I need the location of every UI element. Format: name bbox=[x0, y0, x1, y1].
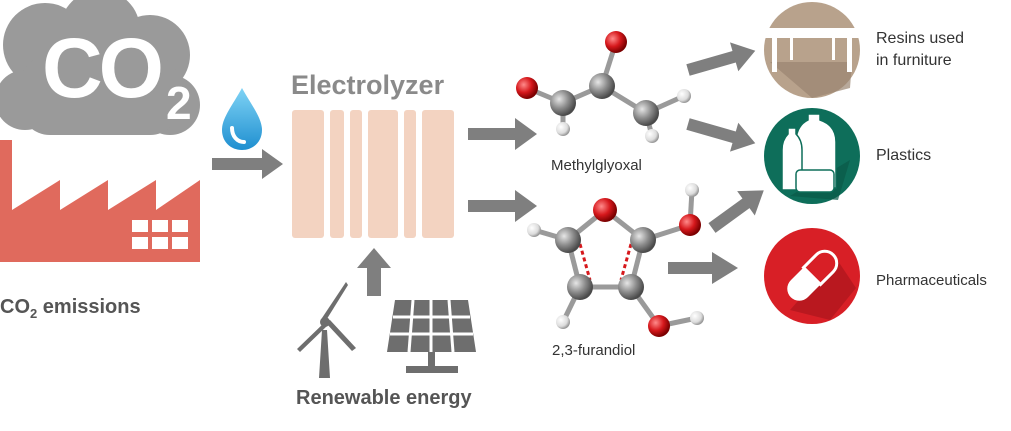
factory-icon bbox=[0, 140, 200, 262]
arrow-methylglyoxal-to-plastics bbox=[686, 118, 756, 152]
arrow-furandiol-to-pharmaceuticals bbox=[668, 252, 738, 284]
electrolyzer-plates bbox=[292, 110, 454, 238]
arrow-electrolyzer-to-furandiol bbox=[468, 190, 537, 222]
furandiol-molecule bbox=[527, 183, 704, 337]
plastics-label: Plastics bbox=[876, 147, 932, 164]
plastics-icon bbox=[764, 108, 860, 204]
co2-emissions-label: CO2 emissions bbox=[0, 296, 141, 321]
bottles-icon bbox=[781, 113, 837, 193]
arrow-renewable-to-electrolyzer bbox=[357, 248, 391, 296]
arrow-furandiol-to-plastics bbox=[708, 190, 764, 233]
pill-icon bbox=[787, 249, 839, 301]
methylglyoxal-label: Methylglyoxal bbox=[551, 157, 642, 174]
co2-emissions-suffix: emissions bbox=[37, 296, 141, 318]
resins-furniture-icon bbox=[762, 2, 862, 98]
co2-emissions-prefix: CO bbox=[0, 296, 30, 318]
solar-panel-icon bbox=[387, 299, 476, 373]
co2-cloud-icon bbox=[0, 0, 200, 135]
arrow-electrolyzer-to-methylglyoxal bbox=[468, 118, 537, 150]
pharmaceuticals-label: Pharmaceuticals bbox=[876, 272, 987, 289]
electrolyzer-title: Electrolyzer bbox=[291, 70, 445, 100]
arrow-co2-to-electrolyzer bbox=[212, 149, 283, 179]
resins-label-line1: Resins used bbox=[876, 30, 965, 47]
methylglyoxal-molecule bbox=[516, 31, 691, 143]
co2-emissions-sub: 2 bbox=[30, 306, 38, 321]
table-icon bbox=[762, 28, 862, 72]
resins-label: Resins used in furniture bbox=[876, 28, 964, 72]
wind-turbine-icon bbox=[297, 282, 356, 378]
pharmaceuticals-icon bbox=[764, 228, 860, 324]
renewable-energy-label: Renewable energy bbox=[296, 387, 472, 409]
furandiol-label: 2,3-furandiol bbox=[552, 342, 636, 359]
resins-label-line2: in furniture bbox=[876, 52, 952, 69]
co2-cloud-sub: 2 bbox=[166, 77, 192, 129]
arrow-methylglyoxal-to-resins bbox=[686, 42, 756, 76]
co2-cloud-main: CO bbox=[42, 21, 164, 115]
